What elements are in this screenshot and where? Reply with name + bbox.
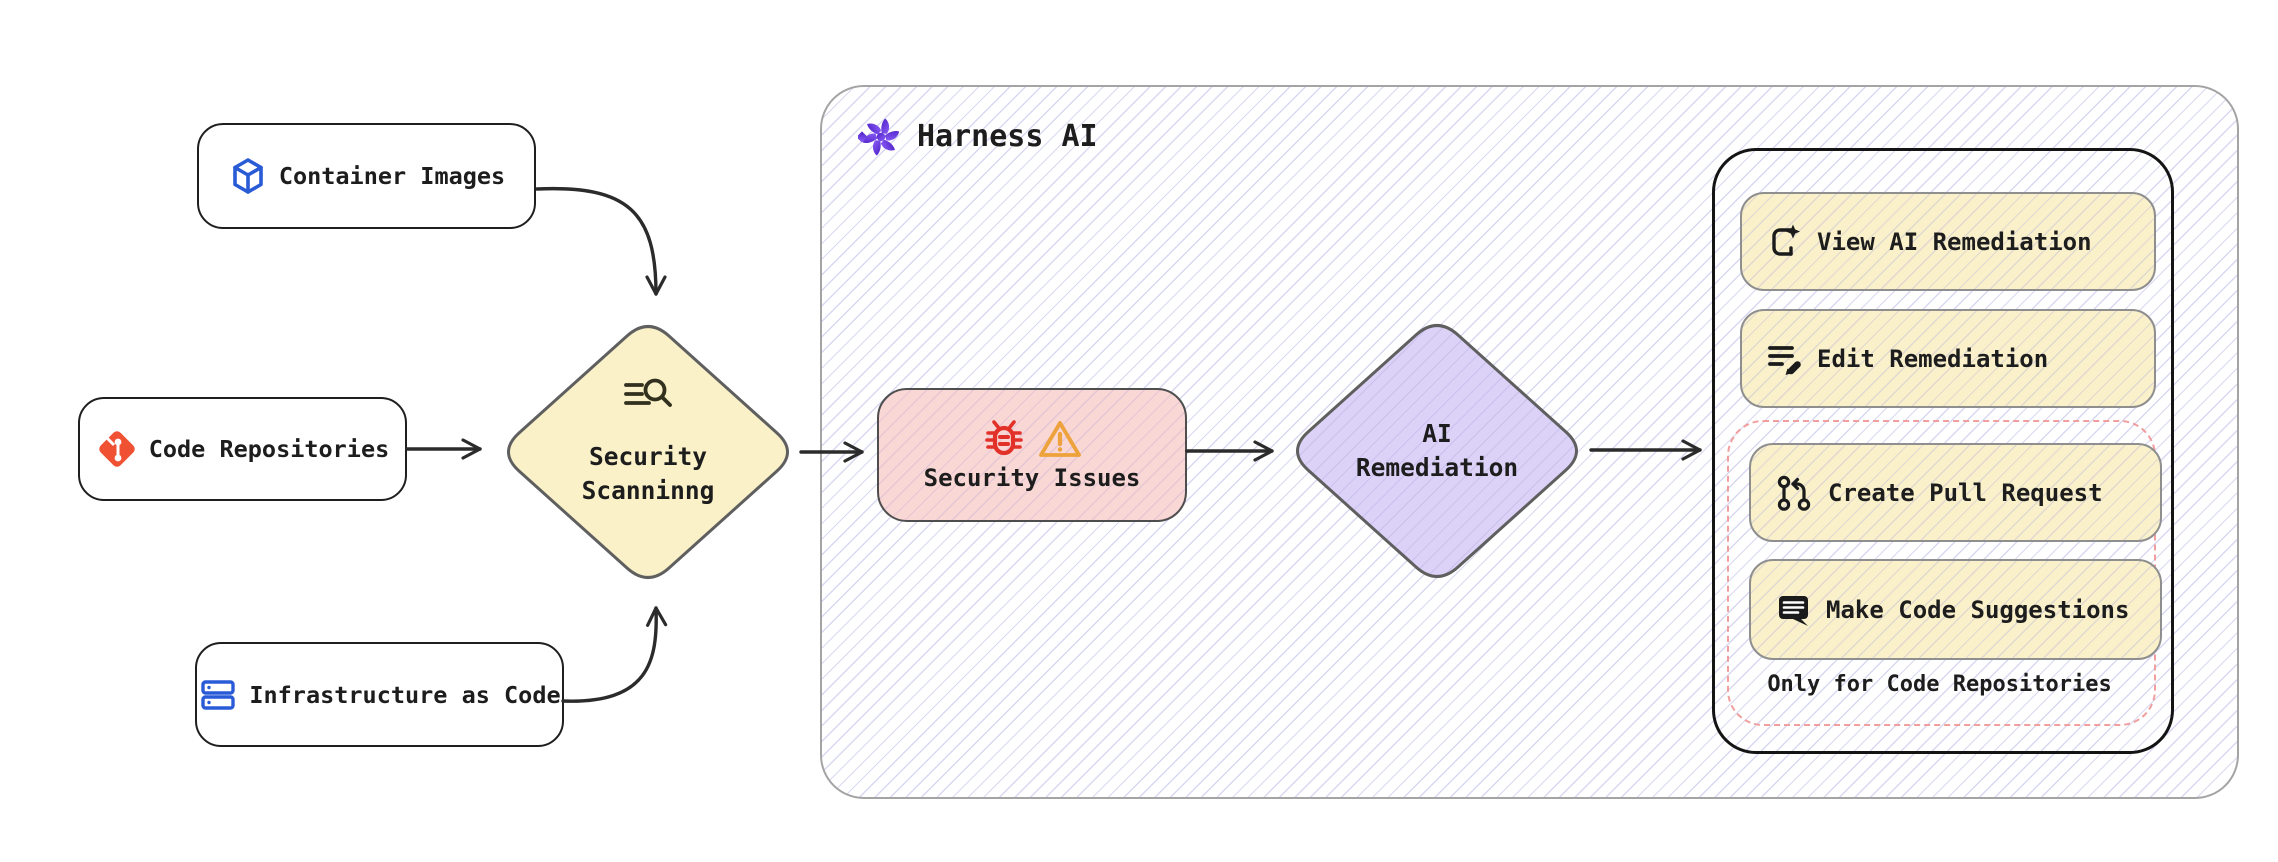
ai-remediation-label: AI Remediation: [1355, 419, 1519, 482]
make-code-suggestions-button: Make Code Suggestions: [1749, 559, 2162, 660]
remediation-actions-container: [1712, 148, 2174, 754]
warning-icon: [1038, 418, 1082, 460]
node-label: Code Repositories: [148, 435, 390, 463]
node-label: Container Images: [278, 162, 506, 190]
harness-ai-logo-icon: [858, 112, 904, 160]
scan-search-icon: [621, 374, 677, 418]
button-label: Create Pull Request: [1828, 478, 2103, 507]
harness-ai-title: Harness AI: [917, 118, 1098, 154]
security-issues-label: Security Issues: [923, 464, 1141, 492]
book-sparkle-icon: [1764, 222, 1804, 262]
security-scanning-diamond: [507, 325, 789, 579]
button-label: Edit Remediation: [1817, 344, 2049, 373]
create-pull-request-button: Create Pull Request: [1749, 443, 2162, 542]
node-container-images: Container Images: [197, 123, 536, 229]
edit-remediation-button: Edit Remediation: [1740, 309, 2156, 408]
node-infrastructure-as-code: Infrastructure as Code: [195, 642, 564, 747]
view-ai-remediation-button: View AI Remediation: [1740, 192, 2156, 291]
cube-icon: [228, 156, 268, 196]
server-stack-icon: [198, 675, 238, 715]
pull-request-icon: [1773, 472, 1815, 514]
list-pencil-icon: [1764, 339, 1804, 379]
arrow-infrastructure-to-scanning: [561, 606, 668, 703]
ai-remediation-diamond: [1296, 324, 1578, 578]
button-label: View AI Remediation: [1817, 227, 2092, 256]
node-code-repositories: Code Repositories: [78, 397, 407, 501]
git-icon: [96, 428, 138, 470]
button-label: Make Code Suggestions: [1826, 595, 2130, 624]
comment-icon: [1773, 590, 1813, 630]
security-scanning-label: Security Scanninng: [581, 442, 715, 505]
arrow-container-images-to-scanning: [535, 186, 667, 296]
security-issues-node: Security Issues: [877, 388, 1187, 522]
repo-only-note: Only for Code Repositories: [1767, 672, 2112, 697]
bug-icon: [982, 418, 1026, 460]
node-label: Infrastructure as Code: [249, 680, 561, 709]
harness-ai-header: Harness AI: [858, 112, 1098, 160]
